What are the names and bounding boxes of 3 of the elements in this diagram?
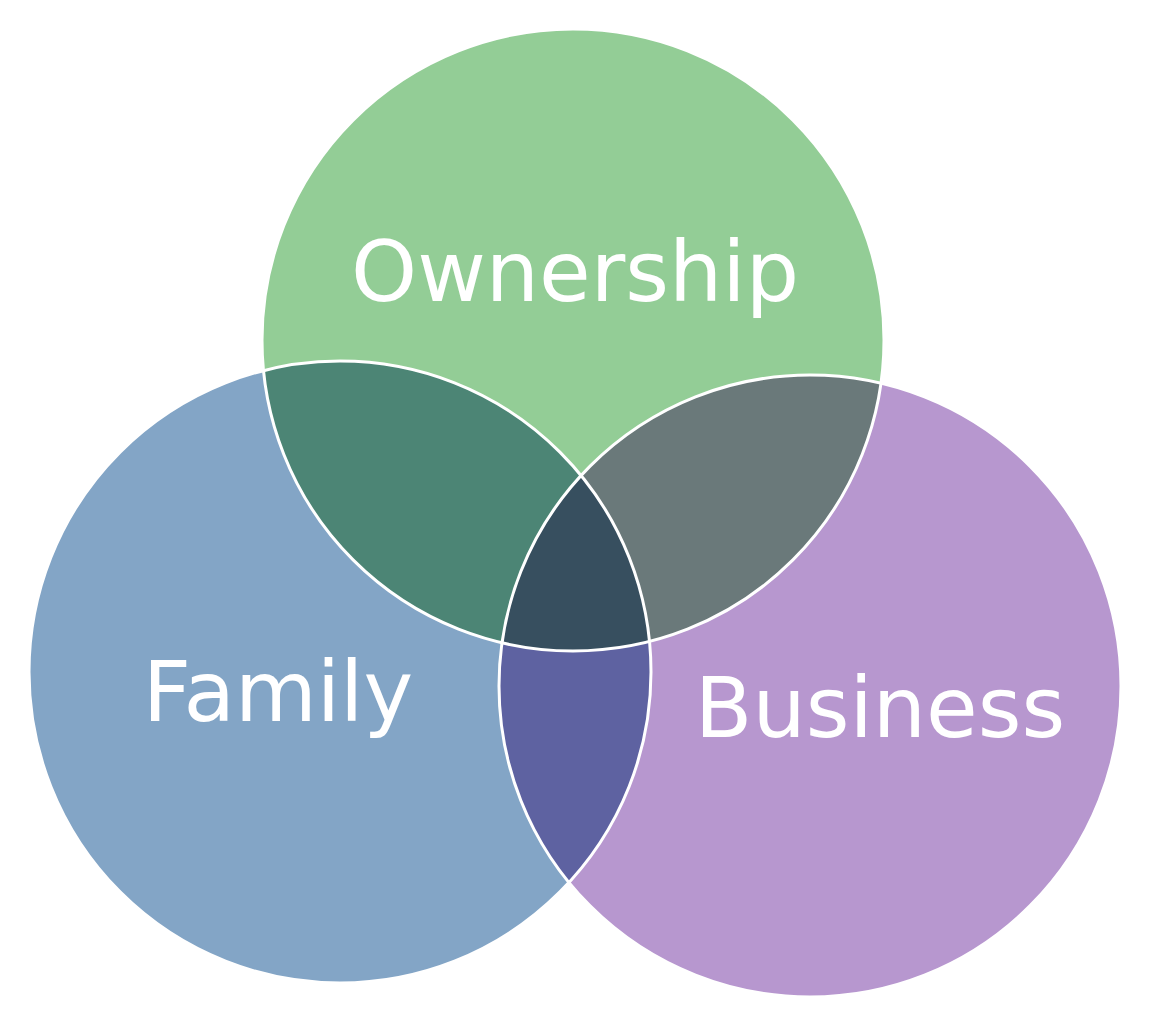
circle-label: Family <box>142 645 414 739</box>
circle-label: Ownership <box>351 225 799 319</box>
circle-label: Business <box>694 661 1066 755</box>
